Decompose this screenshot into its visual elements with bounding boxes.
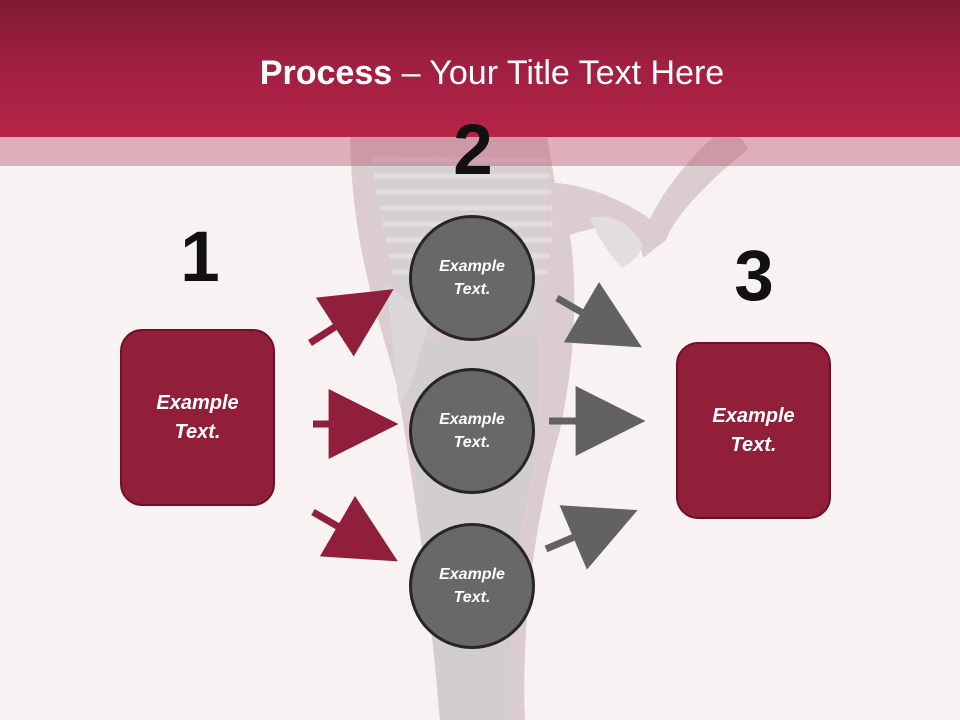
left-example-box: Example Text. (120, 329, 275, 506)
left-to-bottom-arrow (311, 495, 398, 562)
middle-circle-center: Example Text. (409, 368, 535, 494)
title-strong: Process (259, 54, 393, 92)
left-to-top-arrow (308, 289, 394, 357)
bottom-to-right-arrow (544, 505, 638, 570)
middle-circle-top: Example Text. (409, 215, 535, 341)
middle-circle-bottom: Example Text. (409, 523, 535, 649)
step-number-1: 1 (180, 218, 220, 297)
top-to-right-arrow (555, 281, 642, 348)
slide-title: Process – Your Title Text Here (0, 51, 960, 95)
step-number-3: 3 (734, 237, 774, 316)
title-bar-stripe (0, 137, 960, 166)
title-rest: – Your Title Text Here (392, 54, 725, 92)
right-example-box: Example Text. (676, 342, 831, 519)
step-number-2: 2 (453, 111, 493, 190)
title-bar (0, 0, 960, 137)
